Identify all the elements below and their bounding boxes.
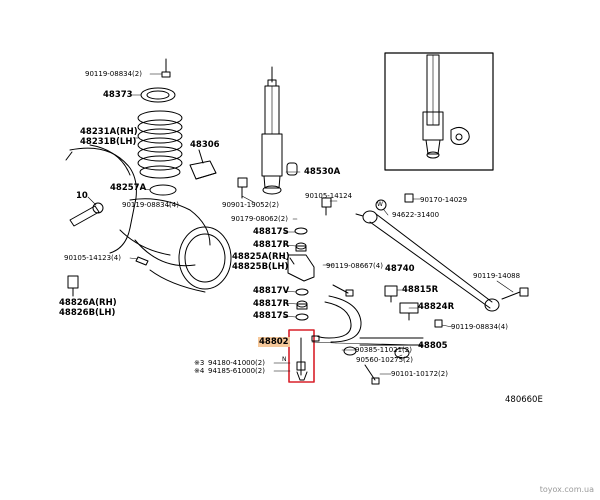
nut-90901 (237, 177, 248, 199)
nut-marker-label: N (282, 356, 287, 363)
clamp-90560 (394, 347, 410, 359)
bolt-90119-14088 (501, 287, 529, 300)
lateral-rod-end (69, 202, 104, 227)
control-arm (355, 210, 500, 312)
callout-90385: 90385-11021(2) (355, 346, 412, 354)
callout-48826: 48826A(RH) 48826B(LH) (59, 298, 117, 318)
callout-48817s-top: 48817S (253, 227, 289, 237)
callout-48740: 48740 (385, 264, 415, 274)
coil-spring (137, 110, 183, 179)
spring-seat (140, 87, 176, 103)
callout-48257a: 48257A (110, 183, 147, 193)
callout-48306: 48306 (190, 140, 220, 150)
clamp-90385 (343, 346, 357, 356)
washer-marker-label: W (377, 201, 383, 208)
callout-48373: 48373 (103, 90, 133, 100)
callout-90560: 90560-10275(2) (356, 356, 413, 364)
callout-48231: 48231A(RH) 48231B(LH) (80, 127, 138, 147)
callout-48815r: 48815R (402, 285, 439, 295)
note-4: ※4 (194, 367, 205, 375)
bolt-90119-08667 (332, 284, 354, 297)
bolt-90105-14124 (321, 197, 332, 216)
bolt-90105-14123 (135, 256, 149, 266)
shock-absorber (261, 66, 283, 195)
callout-94180: 94180-41000(2) (208, 359, 265, 367)
callout-10: 10 (76, 191, 88, 201)
nut-90119-08834-right (434, 319, 443, 328)
callout-90119-08834-4b: 90119-08834(4) (451, 323, 508, 331)
callout-48817v: 48817V (253, 286, 290, 296)
callout-48817r-mid: 48817R (253, 299, 290, 309)
note-3: ※3 (194, 359, 205, 367)
axle-housing (65, 144, 232, 293)
callout-48817r-top: 48817R (253, 240, 290, 250)
callout-94185: 94185-61000(2) (208, 367, 265, 375)
bracket-48815r (384, 285, 398, 303)
callout-90119-08834-2: 90119-08834(2) (85, 70, 142, 78)
watermark: toyox.com.ua (539, 485, 594, 494)
catalog-code: 480660E (505, 395, 543, 405)
top-bolt (161, 58, 171, 78)
inset-detail (384, 52, 494, 171)
callout-90170: 90170-14029 (420, 196, 468, 204)
callout-94622: 94622-31400 (392, 211, 440, 219)
callout-90105-14124: 90105-14124 (305, 192, 353, 200)
callout-90101: 90101-10172(2) (391, 370, 448, 378)
callout-90119-08667: 90119-08667(4) (326, 262, 383, 270)
callout-48530a: 48530A (304, 167, 341, 177)
callout-48817s-bot: 48817S (253, 311, 289, 321)
callout-90179: 90179-08062(2) (231, 215, 288, 223)
callout-90901: 90901-19052(2) (222, 201, 279, 209)
callout-48824r: 48824R (418, 302, 455, 312)
nut-90170 (404, 193, 414, 203)
callout-90119-08834-4a: 90119-08834(4) (122, 201, 179, 209)
leader-lines (87, 73, 514, 375)
callout-48805: 48805 (418, 341, 448, 351)
bump-stop (189, 149, 217, 180)
bushing-stack-upper (294, 227, 308, 252)
lower-seat (149, 184, 177, 196)
bushing-48530a (286, 162, 298, 176)
callout-48825: 48825A(RH) 48825B(LH) (232, 252, 290, 272)
washer-marker (375, 199, 387, 211)
bolt-90101 (364, 364, 380, 385)
callout-48802: 48802 (258, 337, 290, 347)
callout-90119-14088: 90119-14088 (473, 272, 521, 280)
stabilizer-link (288, 329, 320, 383)
bracket-48826 (67, 275, 79, 297)
bracket-48824r (399, 302, 419, 321)
callout-90105-14123: 90105-14123(4) (64, 254, 121, 262)
bushing-stack-lower (295, 288, 309, 321)
bracket-48825 (287, 254, 315, 282)
